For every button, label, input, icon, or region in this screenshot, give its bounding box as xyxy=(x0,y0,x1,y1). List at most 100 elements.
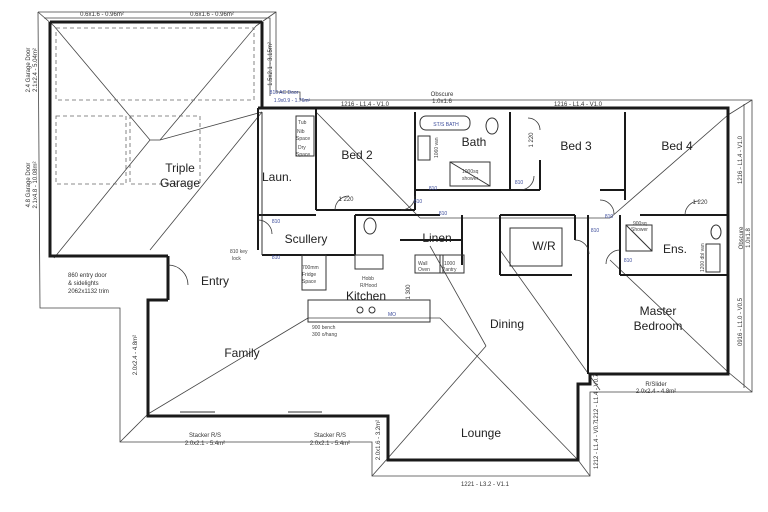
toilet-wc xyxy=(363,217,377,235)
label-master-slider-size: 2.0x2.4 - 4.8m² xyxy=(636,389,676,395)
label-window-lounge-right1: 1212 - L1.4 - V0.7 xyxy=(594,373,600,422)
label-obscure-top-size: 1.0x1.6 xyxy=(432,99,452,105)
bathtub xyxy=(419,115,471,131)
label-entry-door-3: 2062x1132 trim xyxy=(68,289,109,295)
toilet-ens xyxy=(710,224,722,240)
label-window-lounge-right2: 1212 - L1.4 - V0.7 xyxy=(594,420,600,469)
label-door-810-d: 810 xyxy=(439,211,448,217)
fixtures xyxy=(295,115,722,314)
bath-shower xyxy=(449,161,491,187)
room-label-triple-garage-line2: Garage xyxy=(160,176,200,190)
label-door-810-c: 810 xyxy=(414,199,423,205)
label-garage-side-door2b: 2.1x4.8 - 10.08m² xyxy=(33,161,39,208)
label-overhang: 300 o/hang xyxy=(312,332,337,338)
label-pantry: 1000 xyxy=(444,261,455,267)
label-bench: 900 bench xyxy=(312,325,336,331)
roof-outline xyxy=(37,11,753,477)
ens-shower xyxy=(625,224,653,252)
room-label-ensuite: Ens. xyxy=(663,242,687,256)
label-fridge-2: Fridge xyxy=(302,272,316,278)
label-garage-side-door1b: 2.1x2.4 - 5.04m² xyxy=(33,48,39,92)
label-vanity: 1060 van xyxy=(434,137,440,158)
label-mo: MO xyxy=(388,312,396,318)
label-space2: Space xyxy=(296,152,310,158)
label-ac-door: 810 AC Door xyxy=(270,90,299,96)
label-door-810-b: 810 xyxy=(515,180,524,186)
room-label-scullery: Scullery xyxy=(285,232,328,246)
label-hobb: Hobb xyxy=(362,276,374,282)
label-garage-window-right: 1.5x2.1 - 3.15m² xyxy=(268,42,274,86)
label-ssbath: ST/S BATH xyxy=(433,122,459,128)
room-label-bed2: Bed 2 xyxy=(341,148,373,162)
room-label-triple-garage-line1: Triple xyxy=(165,161,195,175)
label-ens-shower-2: Shower xyxy=(631,227,648,233)
label-door-bed2: 1 220 xyxy=(338,197,354,203)
room-label-bed3: Bed 3 xyxy=(560,139,592,153)
label-ens-shower: 900sq xyxy=(633,221,647,227)
label-pantry-2: Pantry xyxy=(442,267,457,273)
label-door-810-h: 810 xyxy=(272,219,281,225)
label-fridge-3: Space xyxy=(302,279,316,285)
label-window-bed4-right: 1216 - L1.4 - V1.0 xyxy=(738,135,744,184)
room-label-laundry: Laun. xyxy=(262,170,292,184)
label-garage-side-door2: 4.8 Garage Door xyxy=(26,163,32,208)
room-label-dining: Dining xyxy=(490,317,524,331)
room-label-wr: W/R xyxy=(532,239,556,253)
label-dim-1300: 1 300 xyxy=(406,284,412,300)
label-wall-oven: Wall xyxy=(418,261,428,267)
label-shower: 1000sq xyxy=(462,169,479,175)
label-nib: Nib xyxy=(297,129,305,135)
room-label-family: Family xyxy=(224,346,259,360)
label-door-810-i: 810 xyxy=(272,255,281,261)
roof-hips xyxy=(53,25,729,461)
toilet-bath xyxy=(485,117,499,135)
room-label-master-line1: Master xyxy=(640,304,677,318)
label-stacker2-size: 2.0x2.1 - 5.4m² xyxy=(310,441,350,447)
label-space: Space xyxy=(296,136,310,142)
label-window-lounge-bottom: 1221 - L3.2 - V1.1 xyxy=(461,482,510,488)
room-label-kitchen: Kitchen xyxy=(346,289,386,303)
label-door-810-f: 810 xyxy=(591,228,600,234)
label-door-810-e: 810 xyxy=(605,214,614,220)
label-stacker1: Stacker R/S xyxy=(189,433,221,439)
label-master-slider: R/Slider xyxy=(645,382,666,388)
house-walls xyxy=(146,106,730,462)
label-door-bed3: 1 220 xyxy=(529,132,535,148)
laundry-tub xyxy=(295,115,315,157)
label-entry-door: 860 entry door xyxy=(68,273,107,279)
room-label-bed4: Bed 4 xyxy=(661,139,693,153)
label-ac-door-size: 1.9x0.9 - 1.76m² xyxy=(274,98,311,104)
room-label-bath: Bath xyxy=(462,135,487,149)
room-label-master-line2: Bedroom xyxy=(634,319,683,333)
label-fridge: 700mm xyxy=(302,265,319,271)
label-obscure-top: Obscure xyxy=(431,92,454,98)
label-stacker1-size: 2.0x2.1 - 5.4m² xyxy=(185,441,225,447)
door-swings xyxy=(167,117,700,286)
label-stacker2: Stacker R/S xyxy=(314,433,346,439)
label-door-810-a: 810 xyxy=(429,186,438,192)
garage-walls xyxy=(48,20,264,258)
label-door-bed4: 1 220 xyxy=(692,200,708,206)
label-garage-door-right: 0.6x1.6 - 0.96m² xyxy=(190,12,234,18)
label-obscure-right-size: 1.0x1.8 xyxy=(746,227,752,247)
label-window-lounge-left: 2.0x1.6 - 3.2m² xyxy=(376,420,382,460)
label-hobb-2: R/Hood xyxy=(360,283,377,289)
label-tub: Tub xyxy=(298,120,307,126)
label-door-810-g: 810 xyxy=(624,258,633,264)
label-wall-oven-2: Oven xyxy=(418,267,430,273)
label-lock: 810 key xyxy=(230,249,248,255)
room-label-lounge: Lounge xyxy=(461,426,501,440)
ens-vanity xyxy=(705,243,721,273)
label-ens-vanity: 1200 dbl van xyxy=(700,243,706,272)
label-dry: Dry xyxy=(298,145,306,151)
label-shower-2: shower xyxy=(462,176,478,182)
label-window-master-right: 0916 - L1.0 - V0.5 xyxy=(738,297,744,346)
room-label-entry: Entry xyxy=(201,274,229,288)
label-entry-door-2: & sidelights xyxy=(68,281,99,287)
label-lock-2: lock xyxy=(232,256,241,262)
label-window-bed3: 1216 - L1.4 - V1.0 xyxy=(554,102,603,108)
room-label-linen: Linen xyxy=(422,231,451,245)
label-window-family-left: 2.0x2.4 - 4.8m² xyxy=(133,335,139,375)
label-obscure-right: Obscure xyxy=(739,226,745,249)
